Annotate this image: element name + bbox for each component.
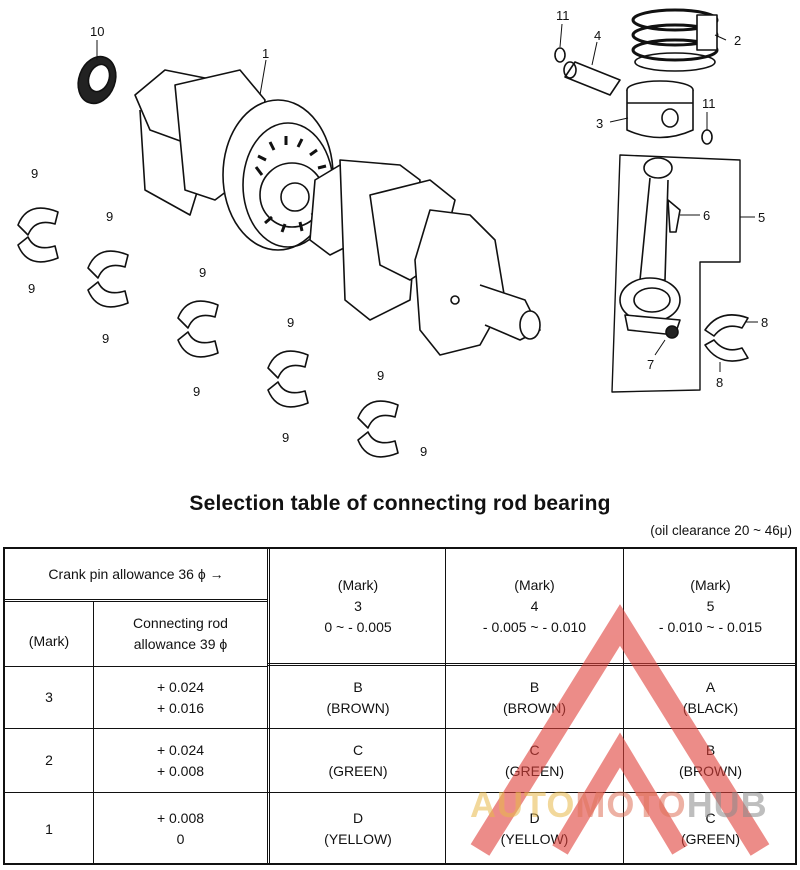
rod-allowance-header: Connecting rod allowance 39 ϕ — [133, 615, 228, 652]
circlip-right-drawing — [701, 129, 713, 145]
bearing-cell: B (BROWN) — [326, 678, 390, 716]
table-title: Selection table of connecting rod bearin… — [189, 492, 611, 515]
callout-8-bottom: 8 — [716, 375, 723, 390]
crank-pin-header: Crank pin allowance 36 ϕ → — [48, 565, 224, 582]
crankshaft-exploded-diagram: 10 1 11 4 2 3 11 6 5 7 8 8 9 9 9 9 9 9 9… — [17, 8, 768, 459]
crankshaft-drawing — [134, 69, 541, 356]
column-header-3: (Mark) 3 0 ~ - 0.005 — [324, 576, 392, 635]
callout-9: 9 — [28, 281, 35, 296]
callout-7: 7 — [647, 357, 654, 372]
piston-drawing — [626, 80, 694, 139]
column-header-5: (Mark) 5 - 0.010 ~ - 0.015 — [658, 576, 763, 635]
callout-4: 4 — [594, 28, 601, 43]
callout-11-top: 11 — [556, 8, 570, 23]
oil-seal-drawing — [77, 55, 117, 105]
callout-9: 9 — [193, 384, 200, 399]
bearing-cell: C (GREEN) — [680, 810, 741, 847]
bearing-cell: B (BROWN) — [503, 678, 566, 716]
row-mark: 2 — [45, 752, 53, 768]
bearing-cell: C (GREEN) — [328, 741, 388, 779]
callout-9: 9 — [106, 209, 113, 224]
row-allowance: + 0.024 + 0.016 — [156, 678, 205, 716]
callout-9: 9 — [31, 166, 38, 181]
leader-lines — [96, 23, 758, 372]
piston-rings-drawing — [631, 8, 719, 72]
bearing-selection-table: Crank pin allowance 36 ϕ → (Mark) Connec… — [3, 547, 797, 865]
bearing-cell: A (BLACK) — [682, 678, 739, 716]
row-allowance: + 0.024 + 0.008 — [156, 741, 205, 779]
callout-1: 1 — [262, 46, 269, 61]
bearing-cell: D (YELLOW) — [324, 810, 392, 847]
callout-5: 5 — [758, 210, 765, 225]
mark-header: (Mark) — [28, 632, 70, 649]
row-mark: 3 — [45, 689, 53, 705]
callout-9: 9 — [282, 430, 289, 445]
callout-9: 9 — [199, 265, 206, 280]
callout-11-right: 11 — [702, 96, 716, 111]
callout-3: 3 — [596, 116, 603, 131]
row-mark: 1 — [45, 820, 53, 837]
connecting-rod-drawing — [611, 154, 741, 393]
bearing-cell: D (YELLOW) — [500, 810, 569, 847]
piston-pin-drawing — [563, 61, 621, 96]
callout-6: 6 — [703, 208, 710, 223]
callout-9: 9 — [420, 444, 427, 459]
row-allowance: + 0.008 0 — [156, 810, 205, 847]
callout-9: 9 — [102, 331, 109, 346]
table-subtitle: (oil clearance 20 ~ 46μ) — [650, 523, 792, 538]
bearing-cell: C (GREEN) — [504, 741, 565, 779]
callout-10: 10 — [90, 24, 104, 39]
callout-9: 9 — [377, 368, 384, 383]
rod-bearing-drawing — [704, 314, 749, 362]
bearing-cell: B (BROWN) — [679, 741, 742, 779]
callout-2: 2 — [734, 33, 741, 48]
main-bearing-drawings — [17, 207, 399, 458]
callout-8-top: 8 — [761, 315, 768, 330]
column-header-4: (Mark) 4 - 0.005 ~ - 0.010 — [482, 576, 587, 635]
callout-9: 9 — [287, 315, 294, 330]
circlip-top-drawing — [554, 47, 566, 63]
